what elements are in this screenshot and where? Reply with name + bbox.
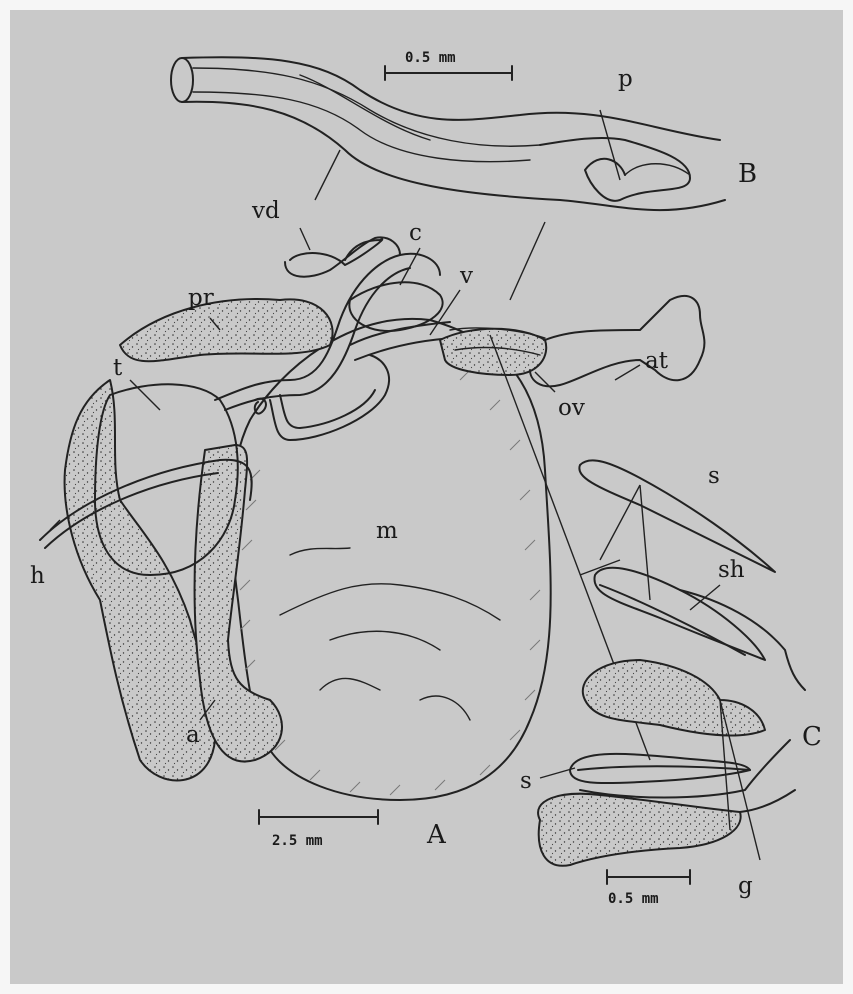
figure-panel: 0.5 mm 2.5 mm 0.5 mm p B vd c v pr t at … [10, 10, 843, 984]
label-t: t [113, 355, 123, 381]
figure-c-dart-drawing [538, 460, 805, 865]
scale-label-middle: 2.5 mm [272, 833, 323, 849]
label-vd: vd [251, 198, 280, 224]
gland-g-upper [583, 660, 765, 735]
label-m: m [376, 518, 398, 544]
figure-b-penis-drawing [171, 57, 725, 210]
gland-g-lower [538, 794, 741, 866]
scale-bar-middle [259, 810, 378, 824]
label-C: C [802, 722, 822, 752]
label-A: A [426, 820, 447, 850]
label-s-bottom: s [520, 768, 532, 794]
vas-deferens-vd [290, 239, 382, 265]
label-v: v [459, 263, 473, 289]
label-pr: pr [188, 285, 214, 311]
scale-bar-bottom [607, 870, 690, 884]
scale-label-bottom: 0.5 mm [608, 891, 659, 907]
label-B: B [738, 159, 757, 189]
scale-label-top: 0.5 mm [405, 50, 456, 66]
label-sh: sh [718, 557, 745, 583]
label-s-top: s [708, 463, 720, 489]
anatomy-drawing: 0.5 mm 2.5 mm 0.5 mm p B vd c v pr t at … [10, 10, 843, 984]
label-p: p [618, 66, 633, 92]
scale-bar-top [385, 66, 512, 80]
label-a: a [186, 722, 200, 748]
atrium-at [530, 296, 704, 386]
label-g: g [738, 873, 753, 899]
prostate-pr [120, 299, 333, 361]
left-gland [65, 380, 216, 780]
label-h: h [30, 563, 45, 589]
label-at: at [645, 348, 669, 374]
label-c: c [409, 220, 422, 246]
label-ov: ov [558, 395, 585, 421]
